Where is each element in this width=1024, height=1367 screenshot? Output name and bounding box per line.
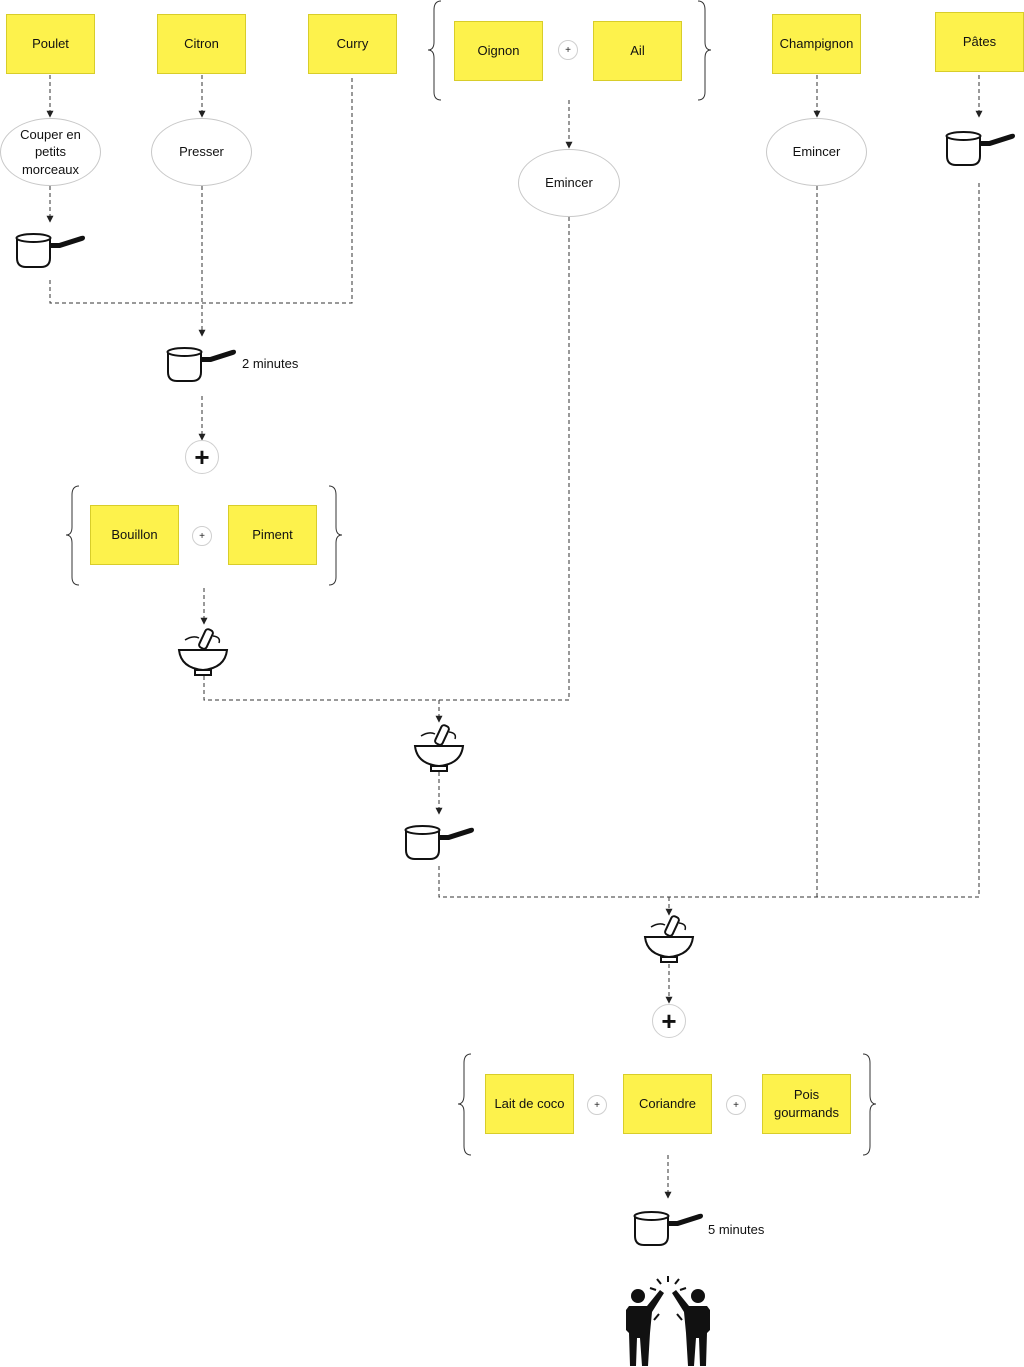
saucepan-icon xyxy=(166,347,236,382)
connector-final-join xyxy=(438,180,980,898)
note-bouillon: Bouillon xyxy=(90,505,179,565)
action-presser: Presser xyxy=(151,118,252,186)
plus-icon: + xyxy=(185,440,219,474)
brace-icon xyxy=(427,0,442,101)
note-champignon: Champignon xyxy=(772,14,861,74)
note-poulet: Poulet xyxy=(6,14,95,74)
mortar-pestle-icon xyxy=(177,628,229,676)
brace-icon xyxy=(862,1053,877,1156)
brace-icon xyxy=(697,0,712,101)
action-couper: Couper en petits morceaux xyxy=(0,118,101,186)
plus-icon: + xyxy=(192,526,212,546)
action-emincer-oignon-ail: Emincer xyxy=(518,149,620,217)
saucepan-icon xyxy=(945,131,1015,166)
saucepan-icon xyxy=(633,1211,703,1246)
connector-bowl-join xyxy=(203,216,570,701)
saucepan-icon xyxy=(404,825,474,860)
high-five-icon xyxy=(626,1276,710,1366)
duration-label: 2 minutes xyxy=(242,356,299,371)
action-emincer-champignon: Emincer xyxy=(766,118,867,186)
plus-icon: + xyxy=(726,1095,746,1115)
note-pates: Pâtes xyxy=(935,12,1024,72)
plus-icon: + xyxy=(652,1004,686,1038)
note-ail: Ail xyxy=(593,21,682,81)
brace-icon xyxy=(65,485,80,586)
plus-icon: + xyxy=(587,1095,607,1115)
saucepan-icon xyxy=(15,233,85,268)
brace-icon xyxy=(328,485,343,586)
mortar-pestle-icon xyxy=(643,915,695,963)
note-citron: Citron xyxy=(157,14,246,74)
duration-label: 5 minutes xyxy=(708,1222,765,1237)
note-curry: Curry xyxy=(308,14,397,74)
note-oignon: Oignon xyxy=(454,21,543,81)
connector-poulet-join xyxy=(49,75,353,304)
note-piment: Piment xyxy=(228,505,317,565)
note-pois-gourmands: Pois gourmands xyxy=(762,1074,851,1134)
plus-icon: + xyxy=(558,40,578,60)
note-coriandre: Coriandre xyxy=(623,1074,712,1134)
note-lait-coco: Lait de coco xyxy=(485,1074,574,1134)
mortar-pestle-icon xyxy=(413,724,465,772)
brace-icon xyxy=(457,1053,472,1156)
